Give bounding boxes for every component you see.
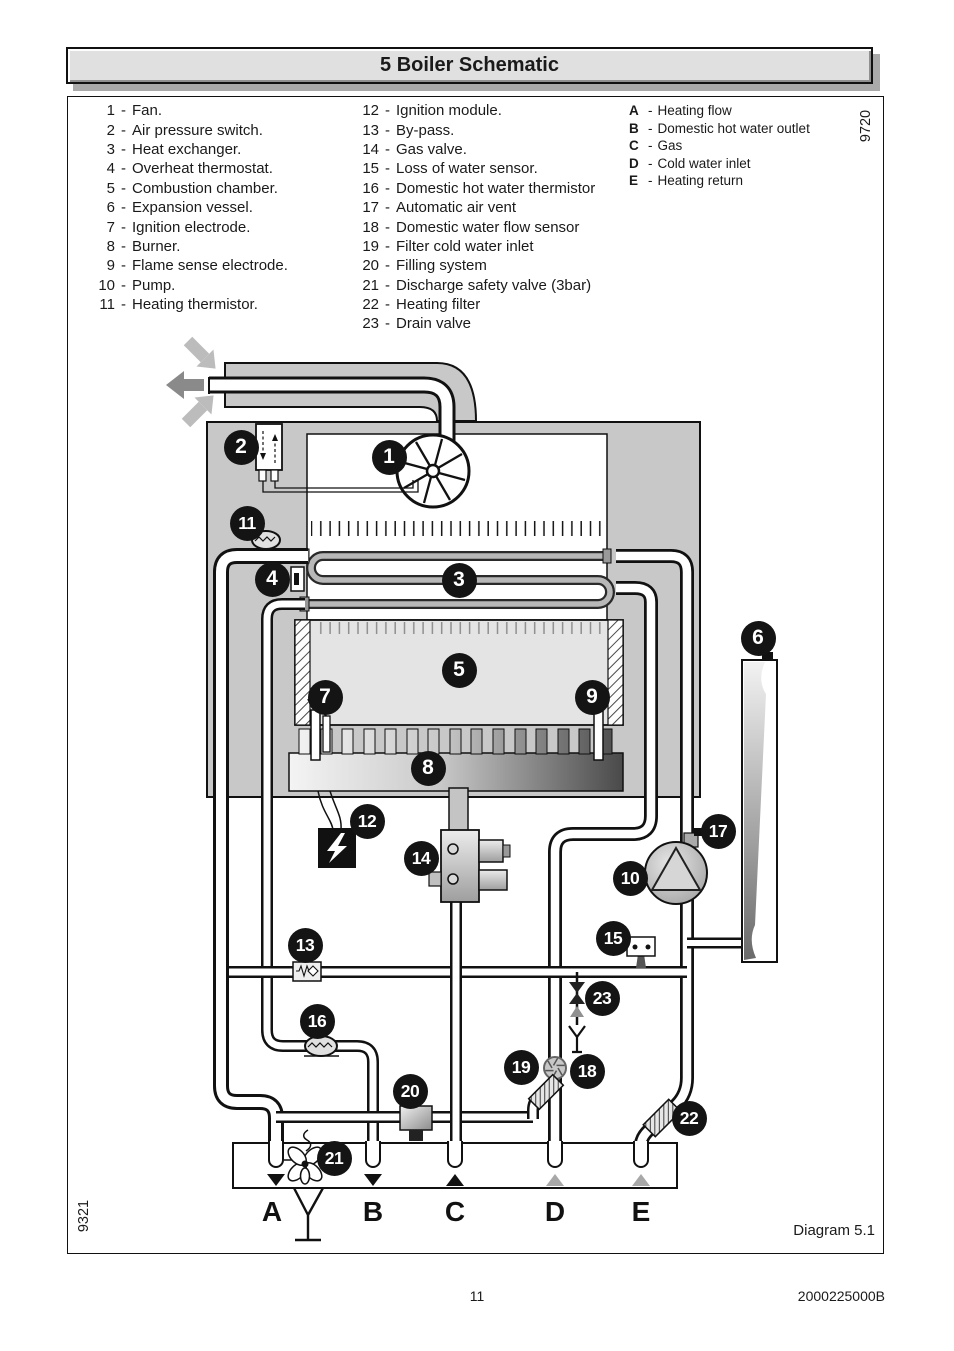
heating-filter — [642, 1098, 682, 1138]
document-number: 2000225000B — [797, 1288, 885, 1304]
callout-22: 22 — [671, 1100, 707, 1136]
air-in-arrow-icons — [181, 336, 216, 428]
legend-item: 9-Flame sense electrode. — [106, 257, 288, 275]
callout-16: 16 — [299, 1003, 335, 1039]
drain-valve — [568, 982, 586, 1054]
legend-item: 19-Filter cold water inlet — [362, 237, 534, 255]
pipework — [213, 548, 744, 1147]
flue-pipe — [208, 376, 456, 447]
legend-item: 2-Air pressure switch. — [106, 121, 263, 139]
callout-21: 21 — [316, 1140, 352, 1176]
callout-13: 13 — [287, 927, 323, 963]
filling-system — [399, 1105, 433, 1141]
ignition-module — [317, 790, 356, 868]
legend-item: 23-Drain valve — [362, 315, 472, 333]
callout-8: 8 — [410, 750, 446, 786]
legend-item: 18-Domestic water flow sensor — [362, 218, 580, 236]
callout-4: 4 — [254, 561, 290, 597]
port-label-e: E — [631, 1196, 651, 1227]
callout-14: 14 — [403, 840, 439, 876]
legend-item: 16-Domestic hot water thermistor — [362, 179, 596, 197]
content-box — [67, 96, 884, 1254]
section-title: 5 Boiler Schematic — [380, 54, 559, 76]
port-a-arrow-icon — [267, 1174, 285, 1186]
legend-item: D-Cold water inlet — [629, 155, 751, 171]
legend-column-2: 12-Ignition module. 13-By-pass. 14-Gas v… — [351, 101, 595, 334]
callout-20: 20 — [392, 1073, 428, 1109]
legend-item: 17-Automatic air vent — [362, 199, 517, 217]
legend-item: 6-Expansion vessel. — [106, 199, 253, 217]
legend-item: E-Heating return — [629, 173, 744, 189]
callout-3: 3 — [441, 562, 477, 598]
callout-12: 12 — [349, 803, 385, 839]
side-code-left: 9321 — [76, 1199, 92, 1233]
legend-item: 11-Heating thermistor. — [99, 296, 258, 314]
legend-item: 13-By-pass. — [362, 121, 455, 139]
callout-11: 11 — [229, 505, 265, 541]
legend-item: 22-Heating filter — [362, 296, 481, 314]
legend-item: 1-Fan. — [106, 102, 163, 120]
legend-item: 3-Heat exchanger. — [106, 140, 242, 158]
callout-7: 7 — [307, 679, 343, 715]
callout-18: 18 — [569, 1053, 605, 1089]
callout-1: 1 — [371, 439, 407, 475]
expansion-vessel — [741, 652, 778, 963]
port-b-arrow-icon — [364, 1174, 382, 1186]
callout-10: 10 — [612, 860, 648, 896]
legend-item: 8-Burner. — [106, 237, 181, 255]
legend-column-3: A-Heating flow B-Domestic hot water outl… — [629, 102, 810, 190]
legend-item: 21-Discharge safety valve (3bar) — [362, 276, 592, 294]
legend-item: C-Gas — [629, 138, 683, 154]
callout-9: 9 — [574, 679, 610, 715]
section-title-bar: 5 Boiler Schematic — [66, 47, 873, 84]
legend-item: 12-Ignition module. — [362, 102, 502, 120]
port-label-b: B — [362, 1196, 384, 1227]
legend-item: B-Domestic hot water outlet — [629, 120, 810, 136]
port-label-d: D — [544, 1196, 566, 1227]
callout-5: 5 — [441, 652, 477, 688]
port-d-arrow-icon — [546, 1174, 564, 1186]
callout-2: 2 — [223, 429, 259, 465]
loss-of-water-sensor — [626, 936, 656, 968]
legend-item: A-Heating flow — [629, 103, 732, 119]
gas-valve — [428, 787, 511, 903]
legend-item: 20-Filling system — [362, 257, 487, 275]
legend-item: 4-Overheat thermostat. — [106, 160, 273, 178]
port-label-a: A — [261, 1196, 283, 1227]
callout-23: 23 — [584, 980, 620, 1016]
dhw-flow-sensor — [543, 1056, 567, 1080]
pump — [644, 828, 708, 905]
callout-19: 19 — [503, 1049, 539, 1085]
dhw-thermistor — [304, 1035, 339, 1057]
burner — [288, 728, 624, 792]
legend-column-1: 1-Fan. 2-Air pressure switch. 3-Heat exc… — [84, 101, 288, 314]
callout-6: 6 — [740, 620, 776, 656]
port-e-arrow-icon — [632, 1174, 650, 1186]
cold-water-filter — [527, 1073, 565, 1111]
legend-item: 15-Loss of water sensor. — [362, 160, 538, 178]
by-pass — [292, 961, 322, 982]
legend-item: 10-Pump. — [98, 276, 176, 294]
legend-item: 5-Combustion chamber. — [106, 179, 278, 197]
legend-item: 7-Ignition electrode. — [106, 218, 251, 236]
discharge-safety-valve — [284, 1129, 325, 1242]
diagram-caption: Diagram 5.1 — [793, 1222, 875, 1239]
port-label-c: C — [444, 1196, 466, 1227]
legend-item: 14-Gas valve. — [362, 140, 467, 158]
side-code-right: 9720 — [858, 109, 874, 143]
callout-17: 17 — [700, 813, 736, 849]
fan — [395, 433, 471, 509]
overheat-thermostat — [290, 566, 305, 592]
flue-out-arrow-icon — [166, 371, 204, 399]
port-c-arrow-icon — [446, 1174, 464, 1186]
page-number: 11 — [469, 1288, 485, 1304]
callout-15: 15 — [595, 920, 631, 956]
